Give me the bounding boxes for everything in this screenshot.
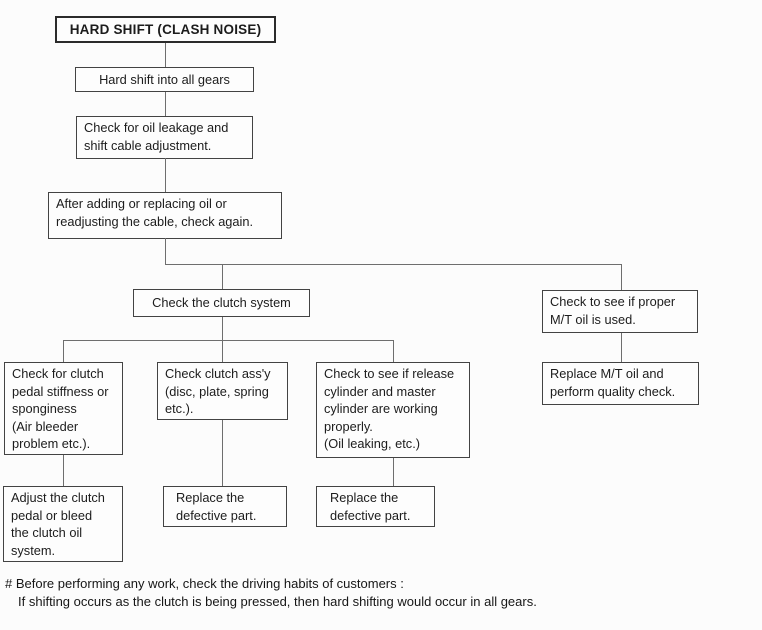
node-hard-shift-title: HARD SHIFT (CLASH NOISE) xyxy=(55,16,276,43)
connector-mtoilcheck-to-fix xyxy=(621,333,622,362)
footnote-line-1: # Before performing any work, check the … xyxy=(5,576,404,591)
node-replace-defective-part-1: Replace the defective part. xyxy=(163,486,287,527)
connector-branch-horizontal-2 xyxy=(63,340,394,341)
connector-cylindercheck-to-fix xyxy=(393,458,394,486)
connector-branch-horizontal-1 xyxy=(165,264,622,265)
connector-branch-to-mtoilcheck xyxy=(621,265,622,290)
connector-symptom-to-oilcheck xyxy=(165,92,166,116)
node-check-cylinders: Check to see if release cylinder and mas… xyxy=(316,362,470,458)
connector-title-to-symptom xyxy=(165,43,166,67)
node-check-oil-leakage: Check for oil leakage and shift cable ad… xyxy=(76,116,253,159)
node-check-clutch-system: Check the clutch system xyxy=(133,289,310,317)
node-replace-defective-part-2: Replace the defective part. xyxy=(316,486,435,527)
node-adjust-clutch-pedal: Adjust the clutch pedal or bleed the clu… xyxy=(3,486,123,562)
footnote-line-2: If shifting occurs as the clutch is bein… xyxy=(18,594,537,609)
connector-split-to-pedalcheck xyxy=(63,341,64,362)
connector-clutchsystem-to-split xyxy=(222,317,223,340)
node-check-clutch-assy: Check clutch ass'y (disc, plate, spring … xyxy=(157,362,288,420)
node-check-clutch-pedal: Check for clutch pedal stiffness or spon… xyxy=(4,362,123,455)
connector-assycheck-to-fix xyxy=(222,420,223,486)
node-replace-mt-oil: Replace M/T oil and perform quality chec… xyxy=(542,362,699,405)
connector-oilcheck-to-recheck xyxy=(165,158,166,192)
connector-split-to-assycheck xyxy=(222,341,223,362)
connector-pedalcheck-to-fix xyxy=(63,455,64,486)
node-hard-shift-all-gears: Hard shift into all gears xyxy=(75,67,254,92)
connector-branch-to-clutchsystem xyxy=(222,265,223,289)
footnote: # Before performing any work, check the … xyxy=(5,575,537,611)
connector-recheck-to-branch xyxy=(165,238,166,265)
node-check-mt-oil: Check to see if proper M/T oil is used. xyxy=(542,290,698,333)
connector-split-to-cylindercheck xyxy=(393,341,394,362)
node-check-again: After adding or replacing oil or readjus… xyxy=(48,192,282,239)
